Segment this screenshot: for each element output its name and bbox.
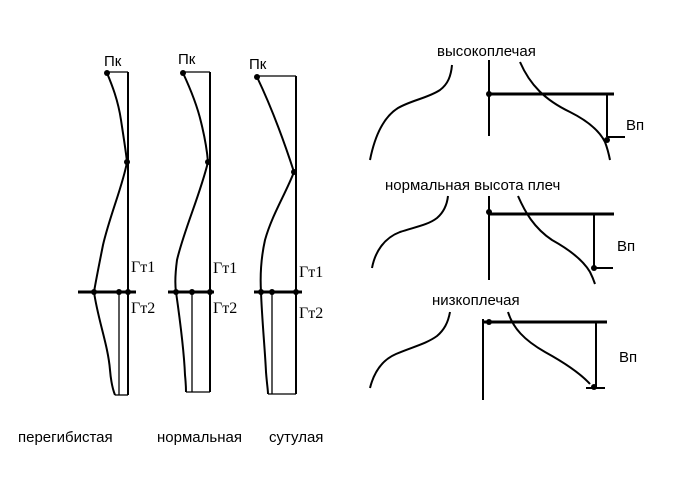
shoulder-curve-left [371, 195, 449, 269]
gt1-label: Гт1 [131, 259, 155, 276]
waist-point-back [173, 289, 179, 295]
shoulder-curve-left [369, 64, 453, 161]
waist-point-front [207, 289, 213, 295]
chest-point [205, 159, 211, 165]
caption-normalnaya: нормальная [157, 429, 242, 446]
chest-point [124, 159, 130, 165]
vp-label: Вп [626, 117, 644, 134]
waist-point-front [125, 289, 131, 295]
pk-label: Пк [178, 51, 196, 68]
shoulder-panel-2: нормальная высота плеч Вп [371, 177, 635, 285]
waist-point-back [258, 289, 264, 295]
spine-profile [256, 76, 296, 395]
gt1-label: Гт1 [213, 260, 237, 277]
panel-title: низкоплечая [432, 292, 520, 309]
shoulder-curve-right [517, 195, 596, 285]
waist-point-back [91, 289, 97, 295]
waist-point-mid [189, 289, 195, 295]
waist-point-mid [116, 289, 122, 295]
panel-title: нормальная высота плеч [385, 177, 560, 194]
shoulder-point [104, 70, 110, 76]
gt2-label: Гт2 [131, 300, 155, 317]
caption-pereggibistaya: перегибистая [18, 429, 113, 446]
caption-sutulaya: сутулая [269, 429, 323, 446]
spine-profile [174, 72, 210, 393]
vp-label: Вп [617, 238, 635, 255]
shoulder-point [591, 384, 597, 390]
waist-point-front [293, 289, 299, 295]
neck-point [486, 91, 492, 97]
posture-figure-1: Пк Гт1 Гт2 [78, 53, 155, 396]
panel-title: высокоплечая [437, 43, 536, 60]
posture-figure-3: Пк Гт1 Гт2 [249, 56, 323, 395]
pk-label: Пк [104, 53, 122, 70]
shoulder-curve-right [519, 61, 611, 161]
posture-figure-2: Пк Гт1 Гт2 [168, 51, 237, 393]
gt1-label: Гт1 [299, 264, 323, 281]
vp-label: Вп [619, 349, 637, 366]
shoulder-point [254, 74, 260, 80]
waist-point-mid [269, 289, 275, 295]
shoulder-panel-3: низкоплечая Вп [369, 292, 637, 400]
gt2-label: Гт2 [299, 305, 323, 322]
shoulder-curve-right [507, 311, 591, 385]
pk-label: Пк [249, 56, 267, 73]
neck-point [486, 209, 492, 215]
shoulder-panel-1: высокоплечая Вп [369, 43, 644, 161]
shoulder-point [591, 265, 597, 271]
shoulder-point [180, 70, 186, 76]
spine-profile [92, 72, 129, 396]
chest-point [291, 169, 297, 175]
neck-point [486, 319, 492, 325]
shoulder-curve-left [369, 311, 451, 389]
gt2-label: Гт2 [213, 300, 237, 317]
shoulder-point [604, 137, 610, 143]
